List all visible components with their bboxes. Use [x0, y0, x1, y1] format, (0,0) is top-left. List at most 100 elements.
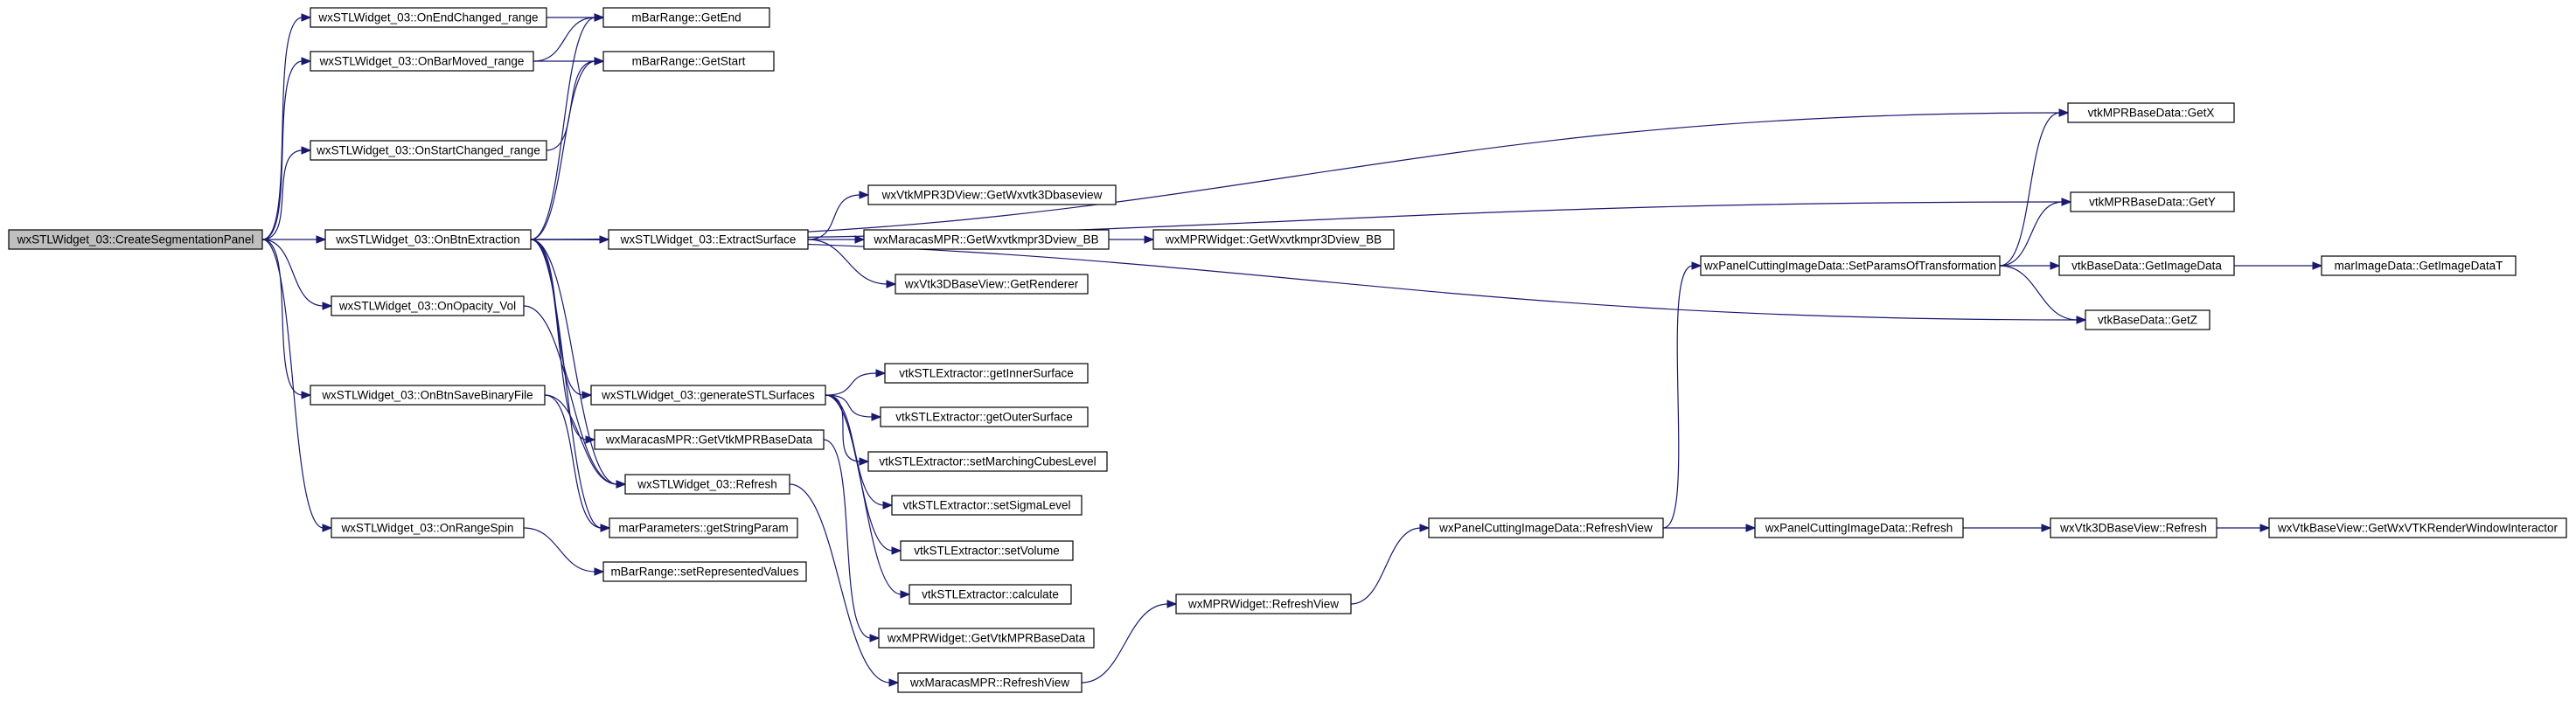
node-set-sigma[interactable]: vtkSTLExtractor::setSigmaLevel — [891, 495, 1083, 516]
arrow-head-icon — [2076, 316, 2087, 324]
node-mpr-refresh-view[interactable]: wxMPRWidget::RefreshView — [1175, 593, 1352, 614]
node-get-image-data[interactable]: vtkBaseData::GetImageData — [2058, 255, 2235, 276]
node-create-seg-panel[interactable]: wxSTLWidget_03::CreateSegmentationPanel — [8, 229, 263, 250]
node-box — [867, 451, 1108, 472]
node-get-y[interactable]: vtkMPRBaseData::GetY — [2070, 191, 2235, 212]
edge-create-seg-panel-to-on-opacity-vol — [261, 239, 333, 310]
node-get-renderer[interactable]: wxVtk3DBaseView::GetRenderer — [895, 274, 1089, 295]
arrow-head-icon — [875, 369, 887, 378]
edge-line — [261, 17, 303, 240]
edge-on-btn-extraction-to-generate-stl — [530, 239, 593, 399]
edge-line — [523, 305, 618, 485]
edge-set-params-to-get-y — [1999, 198, 2072, 267]
edge-on-btn-extraction-to-get-z — [530, 239, 2087, 324]
node-get-wxvtk3-d[interactable]: wxVtkMPR3DView::GetWxvtk3Dbaseview — [867, 184, 1117, 205]
node-box — [895, 274, 1089, 295]
node-on-btn-save-binary[interactable]: wxSTLWidget_03::OnBtnSaveBinaryFile — [310, 385, 546, 406]
arrow-head-icon — [594, 567, 605, 576]
edge-line — [530, 239, 618, 485]
edge-maracas-get-wx-to-mpr-widget-get-wx — [1108, 235, 1155, 244]
node-get-start[interactable]: mBarRange::GetStart — [602, 51, 775, 72]
node-on-btn-extraction[interactable]: wxSTLWidget_03::OnBtnExtraction — [324, 229, 532, 250]
node-maracas-refresh-view[interactable]: wxMaracasMPR::RefreshView — [897, 672, 1083, 693]
node-extract-surface[interactable]: wxSTLWidget_03::ExtractSurface — [608, 229, 809, 250]
node-get-end[interactable]: mBarRange::GetEnd — [602, 7, 770, 28]
node-mpr-widget-get-wx[interactable]: wxMPRWidget::GetWxvtkmpr3Dview_BB — [1152, 229, 1395, 250]
node-box — [863, 229, 1110, 250]
node-label: wxMPRWidget::RefreshView — [1187, 598, 1339, 611]
node-on-bar-moved[interactable]: wxSTLWidget_03::OnBarMoved_range — [310, 51, 534, 72]
node-on-start-changed[interactable]: wxSTLWidget_03::OnStartChanged_range — [310, 140, 547, 161]
arrow-head-icon — [600, 524, 611, 532]
edge-line — [544, 394, 618, 485]
node-calculate[interactable]: vtkSTLExtractor::calculate — [909, 584, 1072, 605]
node-box — [884, 363, 1089, 384]
edge-get-image-data-to-get-image-data-t — [2233, 261, 2323, 270]
node-box — [909, 584, 1072, 605]
node-panel-refresh[interactable]: wxPanelCuttingImageData::Refresh — [1754, 517, 1964, 538]
arrow-head-icon — [859, 457, 870, 466]
edge-set-params-to-get-image-data — [1999, 261, 2061, 270]
arrow-head-icon — [888, 678, 900, 687]
node-on-opacity-vol[interactable]: wxSTLWidget_03::OnOpacity_Vol — [331, 295, 525, 316]
arrow-head-icon — [854, 235, 866, 244]
node-label: wxVtk3DBaseView::Refresh — [2059, 522, 2207, 535]
edge-line — [523, 527, 596, 573]
node-label: vtkSTLExtractor::getInnerSurface — [899, 367, 1074, 380]
node-mpr-get-vtk-base[interactable]: wxMPRWidget::GetVtkMPRBaseData — [878, 628, 1095, 649]
node-label: vtkMPRBaseData::GetY — [2089, 196, 2216, 209]
node-label: wxSTLWidget_03::generateSTLSurfaces — [601, 389, 815, 402]
arrow-head-icon — [886, 280, 897, 288]
edge-create-seg-panel-to-on-bar-moved — [261, 57, 312, 240]
node-stl-refresh[interactable]: wxSTLWidget_03::Refresh — [624, 474, 790, 495]
node-box — [624, 474, 790, 495]
node-box — [1175, 593, 1352, 614]
edge-extract-surface-to-get-wxvtk3-d — [807, 191, 870, 240]
edge-line — [825, 372, 878, 396]
node-label: wxSTLWidget_03::OnStartChanged_range — [316, 144, 540, 157]
node-box — [878, 628, 1095, 649]
node-box — [1754, 517, 1964, 538]
node-get-x[interactable]: vtkMPRBaseData::GetX — [2067, 102, 2235, 123]
node-get-vtk-mprbase-data[interactable]: wxMaracasMPR::GetVtkMPRBaseData — [594, 429, 825, 450]
node-get-render-win[interactable]: wxVtkBaseView::GetWxVTKRenderWindowInter… — [2268, 517, 2567, 538]
node-maracas-get-wx[interactable]: wxMaracasMPR::GetWxvtkmpr3Dview_BB — [863, 229, 1110, 250]
node-label: vtkSTLExtractor::calculate — [922, 588, 1059, 601]
node-on-range-spin[interactable]: wxSTLWidget_03::OnRangeSpin — [331, 517, 525, 538]
node-set-params[interactable]: wxPanelCuttingImageData::SetParamsOfTran… — [1700, 255, 2001, 276]
node-vtk3-drefresh[interactable]: wxVtk3DBaseView::Refresh — [2050, 517, 2217, 538]
node-on-end-changed[interactable]: wxSTLWidget_03::OnEndChanged_range — [310, 7, 547, 28]
node-get-image-data-t[interactable]: marImageData::GetImageDataT — [2321, 255, 2517, 276]
node-label: wxMPRWidget::GetVtkMPRBaseData — [887, 632, 1086, 645]
node-get-inner[interactable]: vtkSTLExtractor::getInnerSurface — [884, 363, 1089, 384]
edge-line — [823, 439, 872, 639]
arrow-head-icon — [859, 191, 870, 199]
arrow-head-icon — [2061, 198, 2072, 206]
arrow-head-icon — [1166, 600, 1178, 608]
node-get-outer[interactable]: vtkSTLExtractor::getOuterSurface — [880, 406, 1089, 427]
edge-panel-refresh-to-vtk3-drefresh — [1963, 524, 2052, 532]
edge-line — [530, 112, 2061, 240]
node-label: vtkBaseData::GetZ — [2098, 314, 2197, 327]
arrow-head-icon — [1745, 524, 1757, 532]
node-box — [594, 429, 825, 450]
node-label: wxSTLWidget_03::ExtractSurface — [620, 233, 797, 246]
node-panel-refresh-view[interactable]: wxPanelCuttingImageData::RefreshView — [1428, 517, 1664, 538]
node-set-represented[interactable]: mBarRange::setRepresentedValues — [602, 561, 807, 582]
edge-line — [1999, 265, 2078, 321]
node-label: wxVtkMPR3DView::GetWxvtk3Dbaseview — [881, 189, 1103, 202]
edge-panel-refresh-view-to-set-params — [1662, 261, 1702, 529]
node-generate-stl[interactable]: wxSTLWidget_03::generateSTLSurfaces — [590, 385, 826, 406]
node-label: wxSTLWidget_03::Refresh — [637, 478, 777, 491]
edge-on-btn-extraction-to-get-x — [530, 108, 2070, 240]
node-set-marching[interactable]: vtkSTLExtractor::setMarchingCubesLevel — [867, 451, 1108, 472]
node-label: wxMaracasMPR::RefreshView — [909, 677, 1069, 690]
node-box — [2050, 517, 2217, 538]
node-box — [1428, 517, 1664, 538]
node-get-string-param[interactable]: marParameters::getStringParam — [609, 517, 798, 538]
node-get-z[interactable]: vtkBaseData::GetZ — [2085, 309, 2210, 330]
arrow-head-icon — [891, 546, 902, 555]
node-set-volume[interactable]: vtkSTLExtractor::setVolume — [900, 540, 1074, 561]
edge-line — [1662, 265, 1694, 529]
